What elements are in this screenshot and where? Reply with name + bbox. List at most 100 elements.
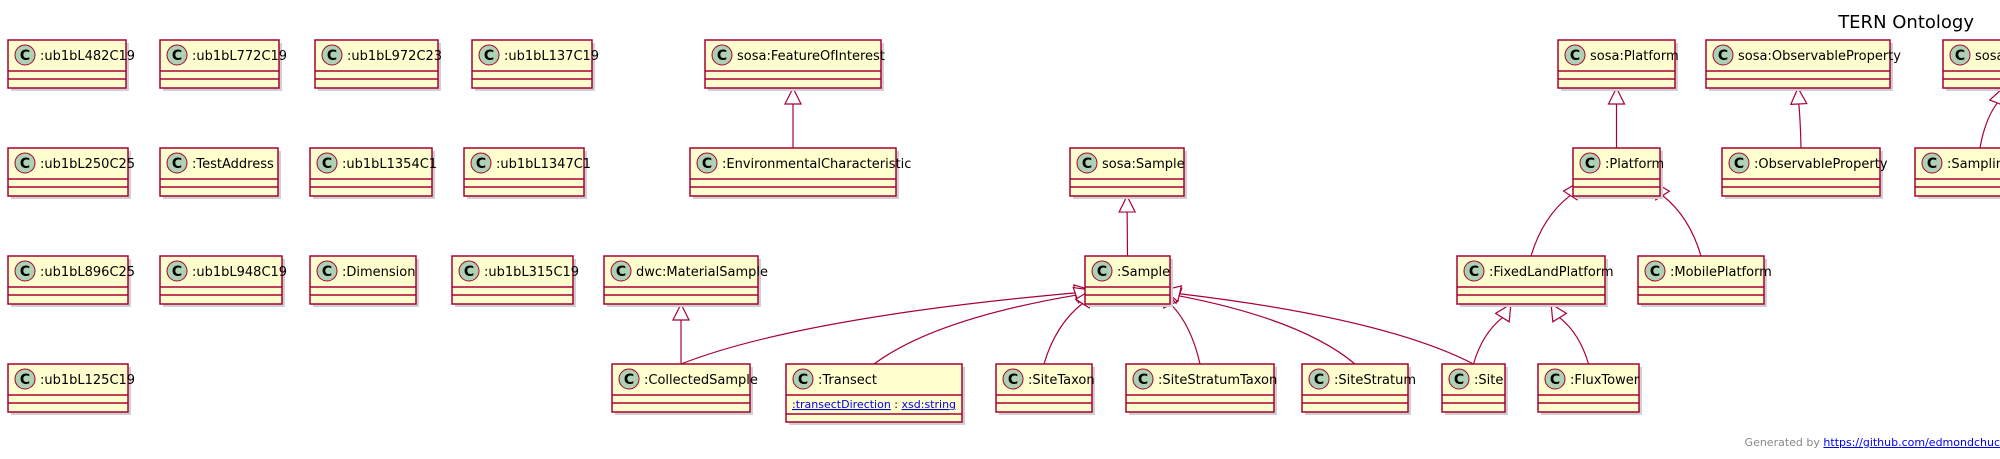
class-label: :ub1bL137C19 (504, 49, 599, 64)
class-c-icon (792, 368, 814, 390)
class-attribute: :transectDirection : xsd:string (792, 398, 956, 411)
class-node-ub1bL125C19: C:ub1bL125C19 (7, 363, 135, 415)
generalization-line (1798, 103, 1802, 149)
class-c-glyph: C (1585, 156, 1595, 172)
class-node-FluxTower: C:FluxTower (1537, 363, 1642, 415)
class-c-glyph: C (1097, 264, 1107, 280)
class-c-glyph: C (20, 372, 30, 388)
class-c-icon (1448, 368, 1470, 390)
class-c-icon (1002, 368, 1024, 390)
edge-ObsProp-to-sosaObsProp (1789, 86, 1808, 149)
generalization-arrowhead (1550, 302, 1568, 323)
class-c-glyph: C (702, 156, 712, 172)
class-c-glyph: C (798, 372, 808, 388)
class-label: :ObservableProperty (1754, 157, 1888, 172)
class-box[interactable] (785, 363, 963, 423)
class-label: sosa:Point (1975, 49, 2000, 64)
class-node-CollectedSample: C :CollectedSample (611, 363, 758, 415)
class-c-glyph: C (1008, 372, 1018, 388)
class-node-Site: C:Site (1441, 363, 1508, 415)
class-node-ub1bL315C19: C:ub1bL315C19 (451, 255, 579, 307)
class-node-ub1bL772C19: C:ub1bL772C19 (159, 39, 287, 91)
class-label: :SiteTaxon (1028, 373, 1095, 388)
class-node-Sample: C :Sample (1084, 255, 1173, 307)
class-label: :Platform (1605, 157, 1664, 172)
class-node-ub1bL1354C1: C:ub1bL1354C1 (309, 147, 437, 199)
class-c-icon (14, 44, 36, 66)
class-c-glyph: C (616, 264, 626, 280)
class-node-ub1bL250C25: C:ub1bL250C25 (7, 147, 135, 199)
class-c-icon (321, 44, 343, 66)
class-node-ub1bL1347C1: C:ub1bL1347C1 (463, 147, 591, 199)
class-box[interactable] (1441, 363, 1506, 413)
class-c-glyph: C (624, 372, 634, 388)
class-c-icon (166, 44, 188, 66)
class-c-glyph: C (1650, 264, 1660, 280)
class-c-glyph: C (476, 156, 486, 172)
class-c-icon (14, 152, 36, 174)
class-node-FixedLandPlatform: C:FixedLandPlatform (1456, 255, 1614, 307)
class-c-icon (1728, 152, 1750, 174)
class-c-glyph: C (1927, 156, 1937, 172)
class-box[interactable] (1705, 39, 1891, 89)
class-label: sosa:Sample (1102, 157, 1185, 172)
attribute-type[interactable]: xsd:string (902, 398, 957, 411)
class-label: :Sample (1117, 265, 1170, 280)
class-c-icon (478, 44, 500, 66)
class-node-ObsProp: C:ObservableProperty (1721, 147, 1888, 199)
class-c-glyph: C (1082, 156, 1092, 172)
generalization-line (680, 292, 1076, 365)
generalization-line (1178, 295, 1356, 365)
class-box[interactable] (689, 147, 897, 197)
edge-Transect-to-Sample (873, 286, 1093, 365)
class-label: :ub1bL772C19 (192, 49, 287, 64)
class-c-glyph: C (1718, 48, 1728, 64)
class-node-ub1bL948C19: C:ub1bL948C19 (159, 255, 287, 307)
class-c-glyph: C (1469, 264, 1479, 280)
class-c-glyph: C (327, 48, 337, 64)
class-label: :TestAddress (192, 157, 274, 172)
class-c-icon (1544, 368, 1566, 390)
generalization-line (1043, 303, 1083, 365)
class-label: sosa:FeatureOfInterest (737, 49, 885, 64)
class-label: :ub1bL896C25 (40, 265, 135, 280)
edge-Platform-to-sosaPlatform (1607, 86, 1626, 148)
generated-by-footer: Generated by https://github.com/edmondch… (1745, 436, 2000, 449)
class-node-SiteTaxon: C :SiteTaxon (995, 363, 1095, 415)
edge-FixedLandPlatform-to-Platform (1530, 180, 1580, 257)
class-c-glyph: C (1314, 372, 1324, 388)
class-c-glyph: C (172, 264, 182, 280)
class-node-ub1bL972C23: C:ub1bL972C23 (314, 39, 442, 91)
generalization-line (1559, 317, 1590, 365)
class-c-icon (1564, 44, 1586, 66)
footer-prefix: Generated by (1744, 436, 1820, 449)
generalization-line (873, 294, 1076, 365)
class-node-Dimension: C:Dimension (309, 255, 419, 307)
class-box[interactable] (1942, 39, 2000, 89)
class-box[interactable] (603, 255, 759, 305)
attribute-name[interactable]: :transectDirection (792, 398, 891, 411)
class-c-glyph: C (1550, 372, 1560, 388)
footer-link[interactable]: https://github.com/edmondchuc (1823, 436, 2000, 449)
class-label: :CollectedSample (644, 373, 758, 388)
class-label: :ub1bL482C19 (40, 49, 135, 64)
class-c-icon (696, 152, 718, 174)
class-c-icon (1644, 260, 1666, 282)
class-label: dwc:MaterialSample (636, 265, 768, 280)
class-c-icon (711, 44, 733, 66)
edge-SamplingPoint-to-sosaPoint (1979, 89, 2000, 149)
class-c-icon (1091, 260, 1113, 282)
class-c-icon (1308, 368, 1330, 390)
generalization-line (1662, 195, 1702, 257)
class-c-icon (618, 368, 640, 390)
edge-SiteStratum-to-Sample (1162, 287, 1356, 365)
edge-CollectedSample-to-dwcMaterialSample (672, 302, 690, 364)
class-box[interactable] (704, 39, 882, 89)
class-c-icon (316, 260, 338, 282)
class-c-glyph: C (464, 264, 474, 280)
class-box[interactable] (1721, 147, 1881, 197)
